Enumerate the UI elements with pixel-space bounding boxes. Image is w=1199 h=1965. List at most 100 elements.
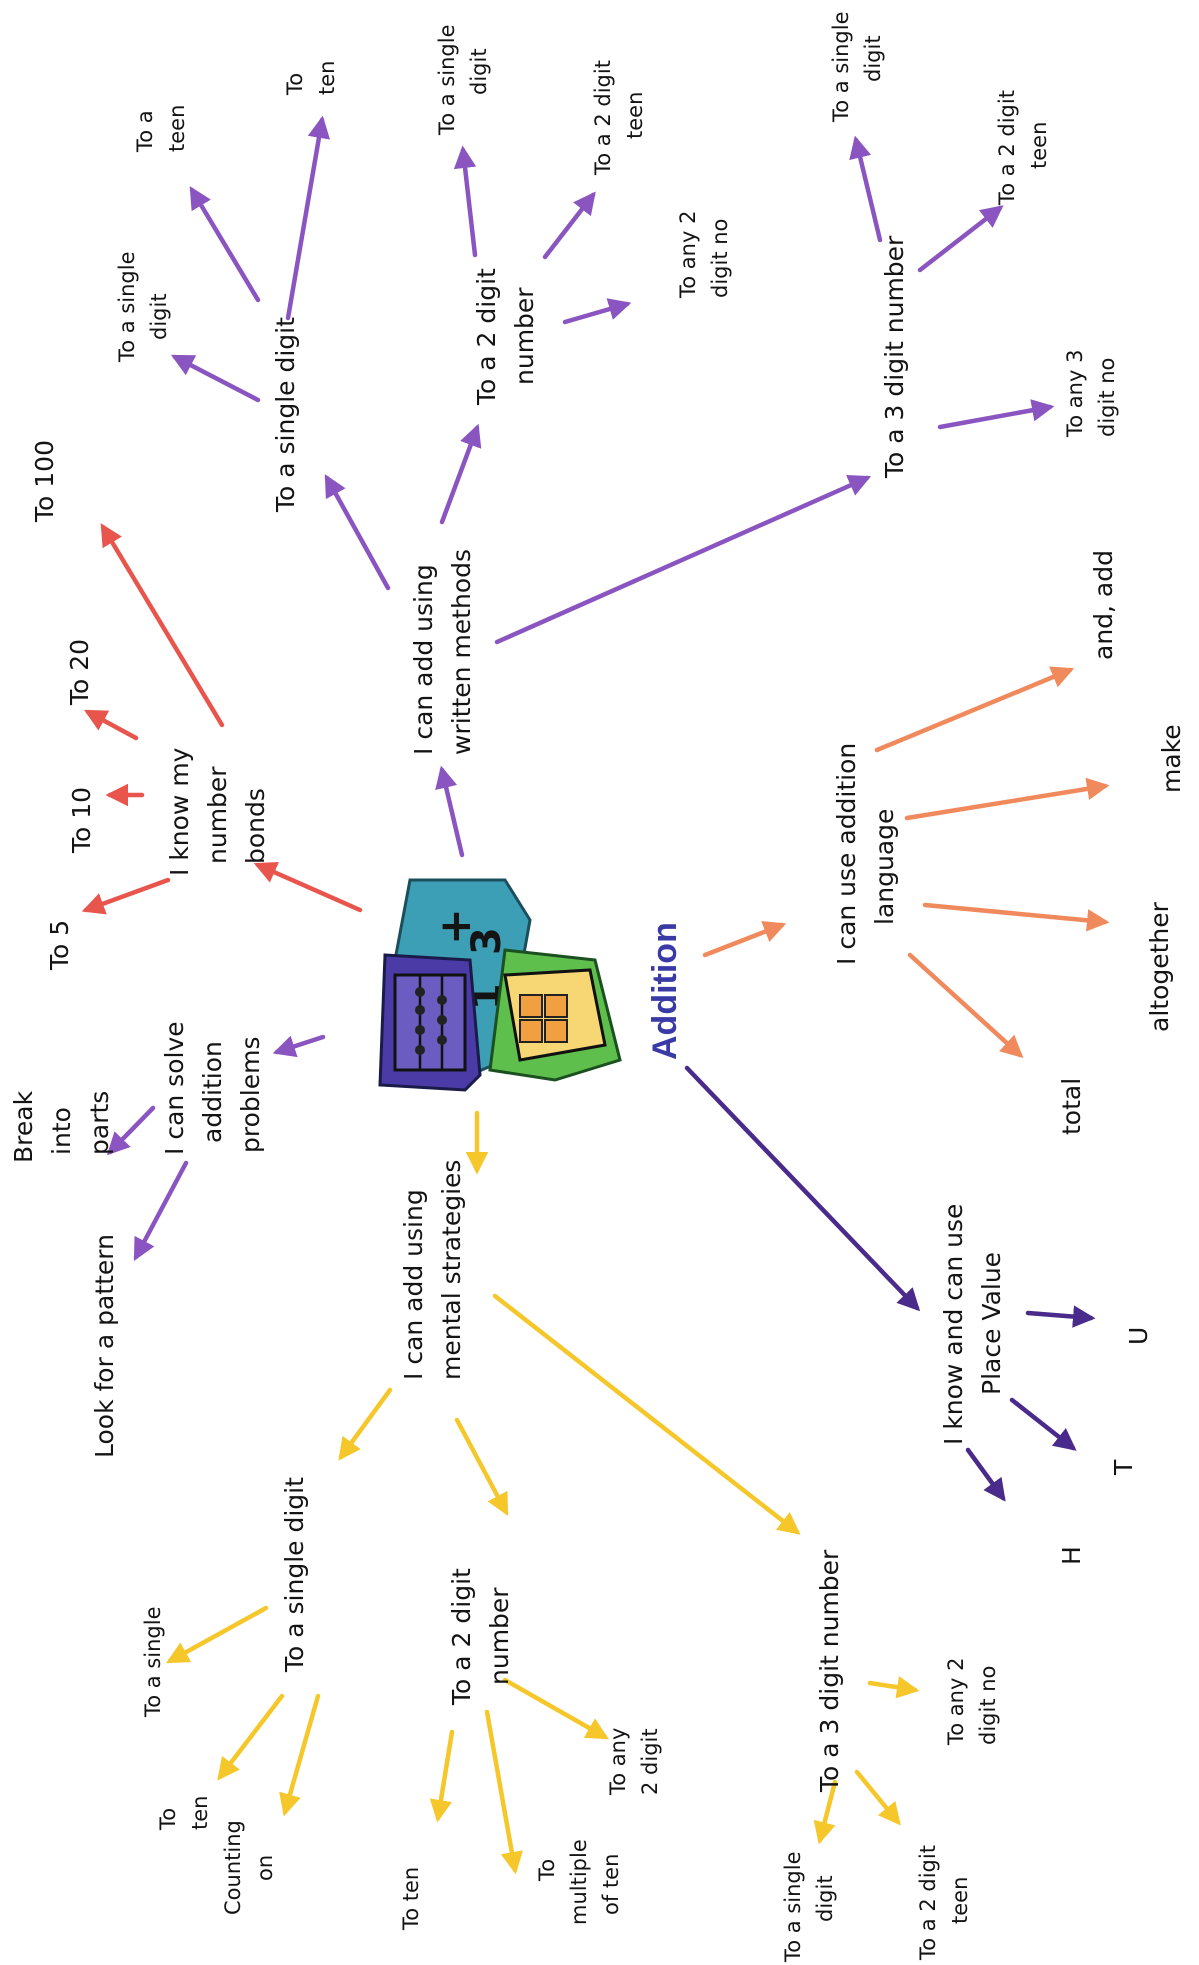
arrow-written-single xyxy=(324,474,391,591)
maths-clipart-icon: + 2 3 1 xyxy=(378,878,622,1092)
leaf-to-10: To 10 xyxy=(67,787,96,854)
arrow-written-two-to-single xyxy=(453,145,478,258)
svg-text:of ten: of ten xyxy=(599,1854,623,1915)
leaf-mental-single-to-ten: To ten xyxy=(156,1796,212,1831)
svg-text:addition: addition xyxy=(198,1041,227,1143)
node-mental-strategies: I can add using mental strategies xyxy=(399,1160,466,1380)
leaf-written-three-to-any: To any 3 digit no xyxy=(1063,350,1119,438)
arrow-to-h xyxy=(965,1447,1006,1502)
node-label: bonds xyxy=(241,788,270,864)
svg-text:I can solve: I can solve xyxy=(160,1021,189,1155)
svg-text:teen: teen xyxy=(948,1877,972,1924)
arrow-mental-three-to-single xyxy=(813,1779,838,1845)
leaf-mental-two-to-multiple: To multiple of ten xyxy=(535,1839,623,1925)
node-written-two-digit: To a 2 digit number xyxy=(472,268,539,406)
node-written-single: To a single digit xyxy=(271,317,300,513)
svg-text:Counting: Counting xyxy=(221,1820,245,1915)
leaf-written-three-to-teen: To a 2 digit teen xyxy=(995,90,1051,206)
svg-text:To: To xyxy=(156,1808,180,1831)
svg-text:To any 3: To any 3 xyxy=(1063,350,1087,438)
svg-text:digit: digit xyxy=(467,48,491,95)
node-label: I know my xyxy=(165,747,194,876)
node-problems: I can solve addition problems xyxy=(160,1021,265,1155)
arrow-to-pattern xyxy=(133,1160,189,1261)
leaf-t: T xyxy=(1109,1459,1138,1476)
svg-text:To a 2 digit: To a 2 digit xyxy=(447,1568,476,1706)
arrow-written-single-to-single xyxy=(171,354,261,403)
arrow-mental-two-to-ten xyxy=(429,1729,455,1823)
arrow-to-written xyxy=(435,765,465,858)
svg-text:To any: To any xyxy=(606,1728,630,1796)
arrow-to-t xyxy=(1009,1397,1077,1451)
arrow-mental-two-to-multiple xyxy=(484,1709,523,1875)
arrow-to-place-value xyxy=(684,1065,921,1312)
arrow-to-number-bonds xyxy=(253,861,363,913)
svg-text:digit no: digit no xyxy=(976,1666,1000,1745)
leaf-written-two-to-single: To a single digit xyxy=(435,25,491,137)
leaf-mental-three-to-teen: To a 2 digit teen xyxy=(916,1845,972,1961)
svg-text:digit: digit xyxy=(147,293,171,340)
leaf-to-5: To 5 xyxy=(45,920,74,971)
arrow-written-single-to-ten xyxy=(285,115,331,321)
svg-text:ten: ten xyxy=(188,1796,212,1830)
leaf-written-single-to-single: To a single digit xyxy=(115,252,171,364)
leaf-to-100: To 100 xyxy=(30,440,59,523)
svg-text:To a single: To a single xyxy=(829,12,853,124)
leaf-mental-two-to-ten: To ten xyxy=(399,1867,423,1931)
node-written-methods: I can add using written methods xyxy=(409,549,476,755)
leaf-make: make xyxy=(1157,724,1186,793)
svg-text:teen: teen xyxy=(165,105,189,152)
leaf-written-two-to-any: To any 2 digit no xyxy=(676,211,732,299)
svg-text:To a 2 digit: To a 2 digit xyxy=(916,1845,940,1961)
node-place-value: I know and can use Place Value xyxy=(939,1204,1006,1445)
arrow-mental-single xyxy=(338,1387,393,1461)
svg-text:digit no: digit no xyxy=(1095,358,1119,437)
leaf-to-20: To 20 xyxy=(65,639,94,706)
svg-text:To any 2: To any 2 xyxy=(676,211,700,299)
svg-text:I can use addition: I can use addition xyxy=(832,743,861,965)
svg-text:To a: To a xyxy=(133,110,157,153)
leaf-written-three-to-single: To a single digit xyxy=(829,12,885,124)
svg-text:teen: teen xyxy=(1027,122,1051,169)
svg-text:mental strategies: mental strategies xyxy=(437,1160,466,1380)
svg-text:To a 2 digit: To a 2 digit xyxy=(995,90,1019,206)
arrow-to-100 xyxy=(100,523,225,728)
svg-text:multiple: multiple xyxy=(567,1839,591,1925)
svg-text:3: 3 xyxy=(464,927,510,955)
leaf-break-into-parts: Break into parts xyxy=(9,1090,114,1163)
arrow-written-two-digit xyxy=(439,423,482,525)
arrow-to-language xyxy=(702,921,787,958)
svg-text:+: + xyxy=(430,908,481,945)
leaf-mental-two-to-any: To any 2 digit xyxy=(606,1728,662,1796)
svg-text:parts: parts xyxy=(85,1091,114,1155)
arrow-written-three-to-teen xyxy=(917,205,1004,273)
leaf-mental-three-to-single: To a single digit xyxy=(781,1852,837,1964)
svg-text:To: To xyxy=(535,1859,559,1882)
arrow-to-total xyxy=(907,952,1024,1059)
arrow-to-make xyxy=(904,777,1110,821)
arrow-to-and-add xyxy=(874,666,1075,753)
arrow-mental-single-to-single xyxy=(166,1605,269,1664)
leaf-mental-counting-on: Counting on xyxy=(221,1820,277,1915)
svg-text:number: number xyxy=(510,287,539,385)
svg-text:digit no: digit no xyxy=(708,219,732,298)
node-written-three-digit: To a 3 digit number xyxy=(880,235,909,479)
svg-text:To a single: To a single xyxy=(435,25,459,137)
svg-text:2 digit: 2 digit xyxy=(638,1728,662,1795)
node-label: number xyxy=(203,766,232,864)
leaf-u: U xyxy=(1124,1327,1153,1345)
svg-text:To a single: To a single xyxy=(781,1852,805,1964)
arrow-to-problems xyxy=(272,1034,326,1058)
arrow-to-5 xyxy=(81,877,171,915)
leaf-h: H xyxy=(1057,1546,1086,1565)
svg-text:ten: ten xyxy=(315,61,339,95)
arrow-to-u xyxy=(1025,1305,1096,1328)
svg-text:To a single: To a single xyxy=(115,252,139,364)
leaf-written-two-to-teen: To a 2 digit teen xyxy=(591,60,647,176)
arrow-to-altogether xyxy=(922,902,1110,932)
arrow-mental-single-to-counting xyxy=(279,1693,321,1817)
svg-text:teen: teen xyxy=(623,92,647,139)
svg-text:Place Value: Place Value xyxy=(977,1252,1006,1395)
leaf-altogether: altogether xyxy=(1145,901,1174,1032)
